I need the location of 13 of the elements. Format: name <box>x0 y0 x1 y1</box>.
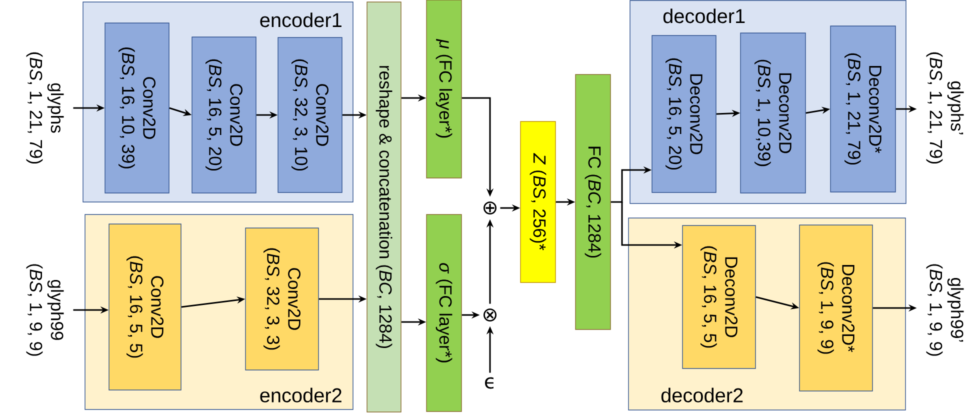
operator-symbol: ϵ <box>484 377 494 389</box>
layer-box: Conv2D (BS, 16, 5, 20) <box>192 36 256 194</box>
io-label: glyphs’ (BS, 1, 21, 79) <box>926 52 964 164</box>
layer-box: Conv2D (BS, 16, 10, 39) <box>104 22 170 194</box>
io-label: glyphs (BS, 1, 21, 79) <box>26 52 64 164</box>
operator-symbol: ⊗ <box>483 308 497 322</box>
layer-box: σ (FC layer*) <box>426 214 462 412</box>
layer-box: Conv2D (BS, 32, 3, 10) <box>278 37 342 193</box>
layer-box: reshape & concatenation (BC, 1284) <box>366 2 402 412</box>
layer-box: μ (FC layer*) <box>426 0 462 178</box>
layer-box: Z (BS, 256)* <box>520 121 556 283</box>
operator-symbol: ⊕ <box>483 201 497 215</box>
layer-box: FC (BC, 1284) <box>575 74 611 330</box>
